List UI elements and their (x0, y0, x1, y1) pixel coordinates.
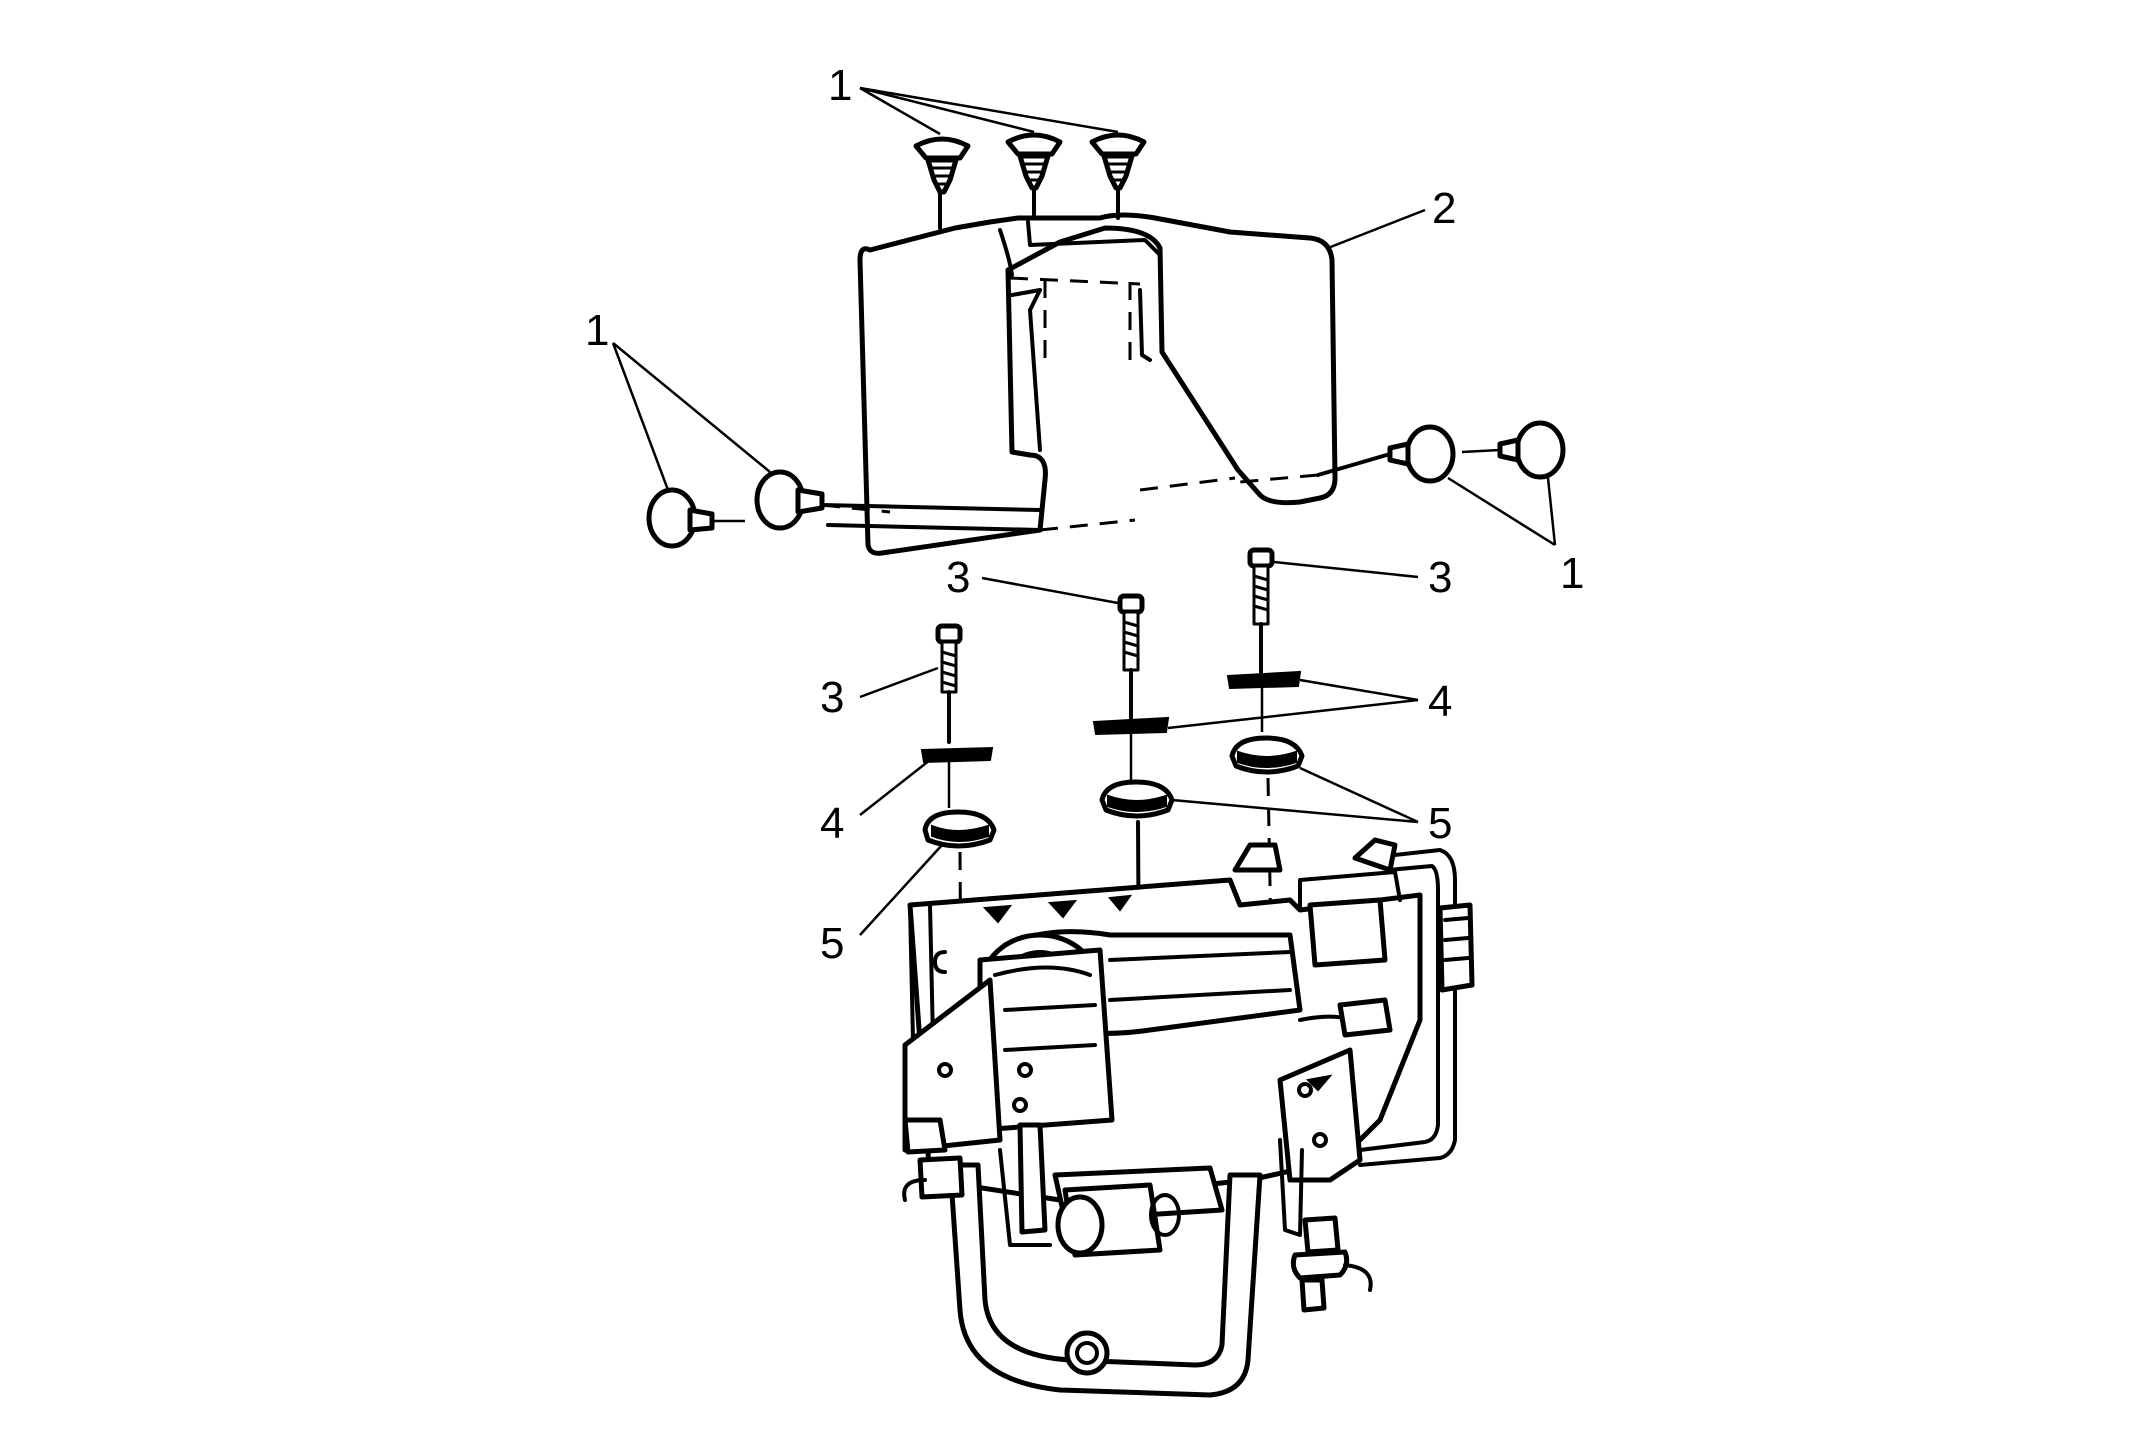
leader-lines (611, 86, 1557, 936)
push-pin-fastener (1005, 132, 1063, 220)
callout-3-center: 3 (946, 553, 970, 602)
callout-3-left: 3 (820, 673, 844, 722)
bolt (935, 623, 963, 744)
push-pin-fastener (1089, 132, 1147, 220)
callout-4-left: 4 (820, 799, 844, 848)
callout-4-right: 4 (1428, 677, 1452, 726)
callout-3-right: 3 (1428, 553, 1452, 602)
washer (1226, 670, 1302, 732)
push-pin-fastener (754, 469, 1042, 532)
grommet-insulator (1229, 735, 1305, 991)
washer (920, 746, 994, 808)
push-pin-fastener (913, 136, 971, 230)
push-pin-fastener (1461, 420, 1566, 480)
callout-1-left: 1 (585, 306, 609, 355)
compressor-bracket-assembly (902, 837, 1475, 1398)
callout-5-right: 5 (1428, 799, 1452, 848)
bolt (1247, 547, 1275, 674)
callout-1-top: 1 (828, 61, 852, 110)
callout-5-left: 5 (820, 919, 844, 968)
push-pin-fastener (646, 487, 745, 549)
callout-1-right: 1 (1560, 549, 1584, 598)
bolt (1117, 593, 1145, 722)
washer (1092, 716, 1170, 784)
cover-shield (857, 212, 1338, 556)
callout-2: 2 (1432, 184, 1456, 233)
push-pin-fastener (1239, 424, 1456, 484)
